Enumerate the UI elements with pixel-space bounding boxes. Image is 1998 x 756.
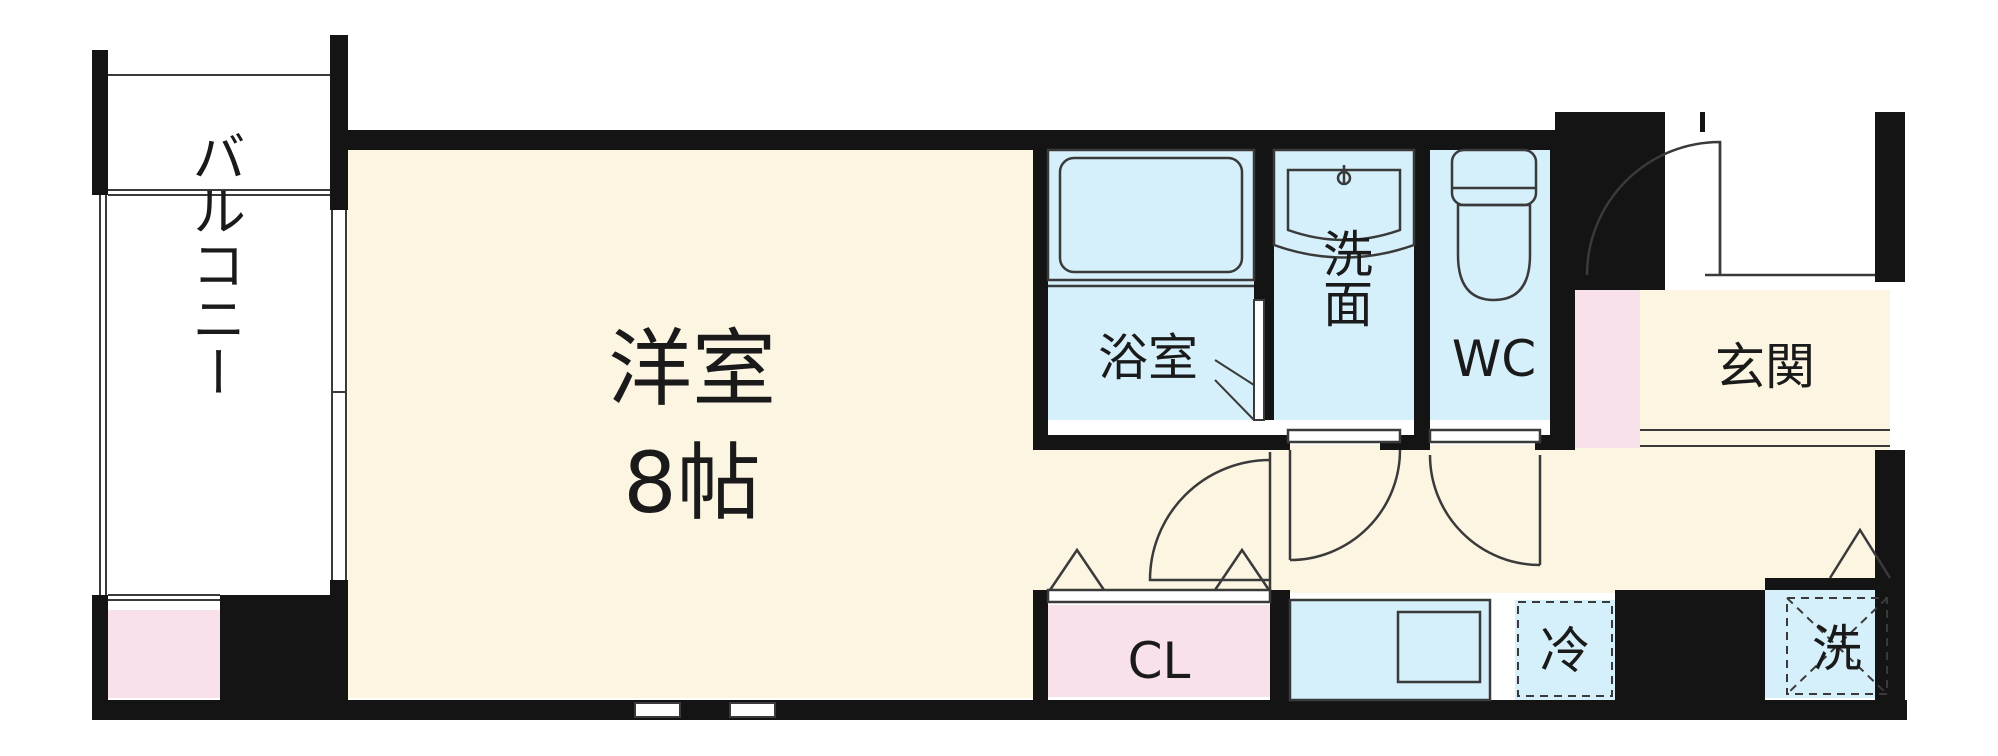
western-room-size: 8帖 [623, 434, 760, 532]
walls [92, 112, 1907, 720]
hall-floor-east [1270, 445, 1890, 593]
bathroom-label: 浴室 [1098, 329, 1198, 387]
balcony-label: バルコニー [183, 129, 246, 399]
entrance-step-lines [1640, 429, 1890, 447]
closet-label: CL [1128, 632, 1191, 690]
washroom-floor [1274, 150, 1414, 420]
bathroom-door-line [1214, 359, 1255, 386]
window-marks [634, 702, 776, 718]
fridge-floor [1515, 600, 1615, 700]
washroom-label: 洗面 [1315, 228, 1373, 328]
closet-floor [1048, 605, 1270, 697]
toilet-floor [1430, 150, 1550, 420]
washer-floor [1765, 588, 1885, 698]
western-room-label: 洋室 [608, 320, 776, 418]
entrance-step [1575, 290, 1640, 448]
entrance-label: 玄関 [1715, 338, 1815, 396]
appliance-spaces [1517, 597, 1888, 697]
doors [1046, 140, 1892, 604]
toilet-fixture [1450, 148, 1538, 302]
balcony [92, 35, 348, 720]
kitchen [1288, 598, 1492, 702]
toilet-label: WC [1452, 330, 1536, 388]
fridge-label: 冷 [1540, 622, 1590, 680]
washbasin [1272, 148, 1416, 259]
entrance-floor [1640, 290, 1890, 450]
washer-label: 洗 [1812, 620, 1862, 678]
balcony-storage [108, 610, 220, 698]
kitchen-counter [1290, 600, 1490, 700]
bathroom-door-line-2 [1214, 379, 1255, 421]
bathroom-door-jamb [1253, 299, 1265, 421]
western-room-floor [348, 148, 1033, 698]
bathtub [1046, 148, 1256, 288]
